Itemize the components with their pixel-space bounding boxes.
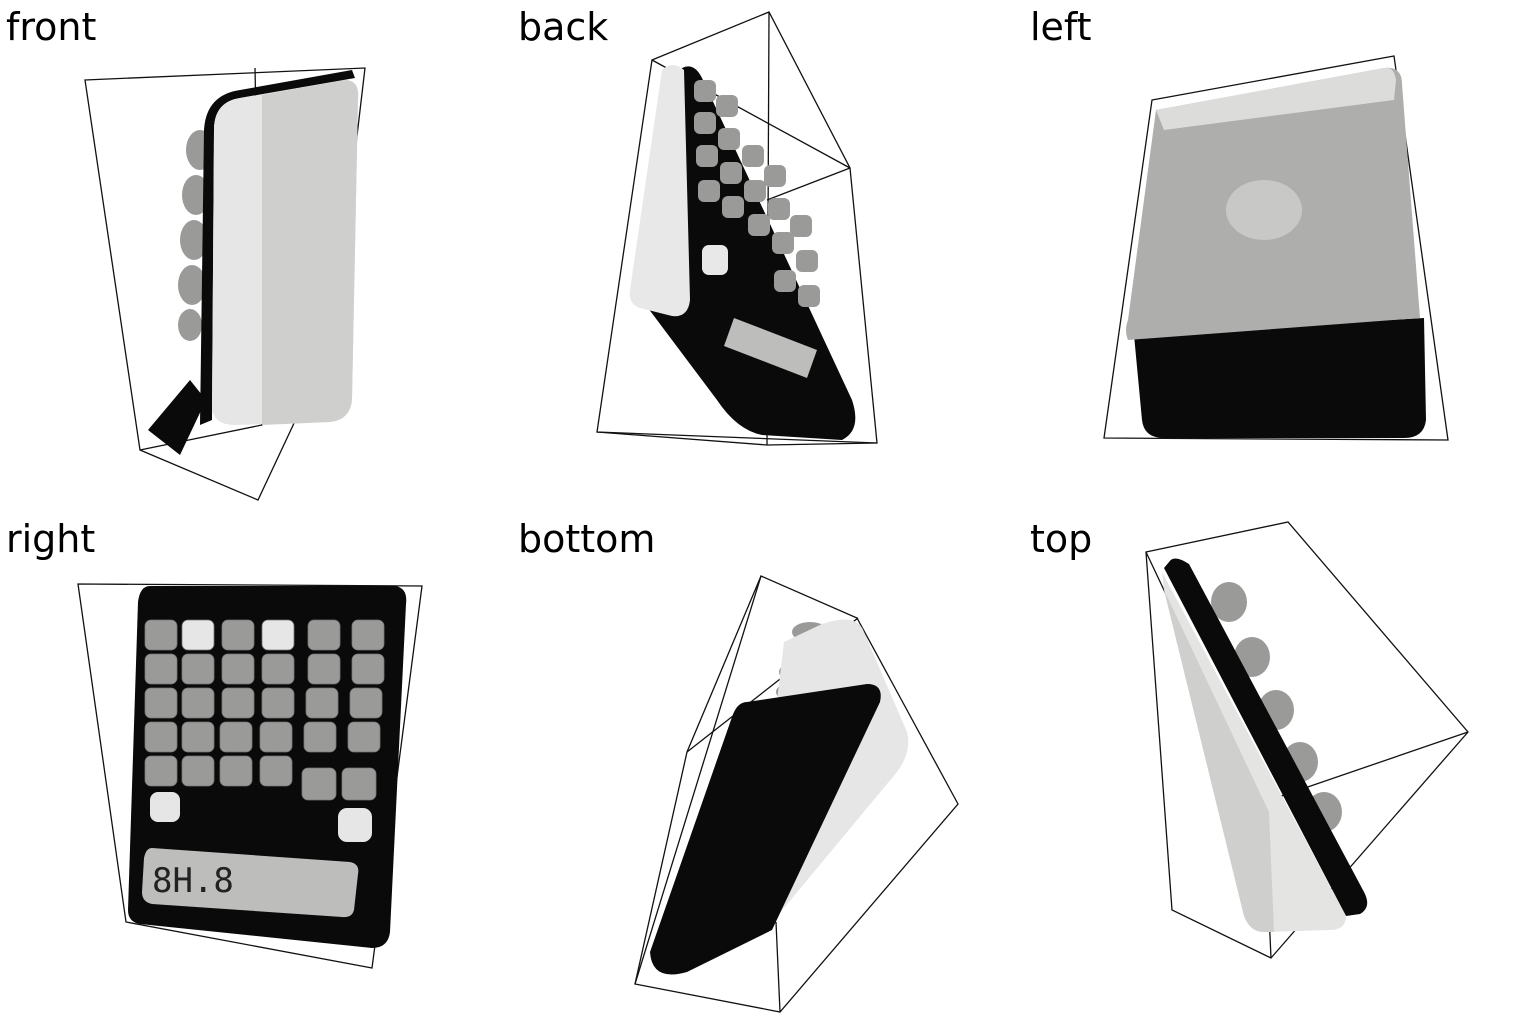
view-label: bottom: [518, 517, 656, 561]
view-label: top: [1030, 517, 1093, 561]
view-label: front: [6, 5, 97, 49]
bottom-render: [634, 575, 959, 1013]
view-left: left: [1024, 0, 1536, 512]
view-label: right: [6, 517, 96, 561]
view-back: back: [512, 0, 1024, 512]
view-label: back: [518, 5, 609, 49]
view-label: left: [1030, 5, 1092, 49]
view-right: right 8H.8: [0, 512, 512, 1024]
lcd-reading: 8H.8: [152, 861, 234, 901]
view-front: front: [0, 0, 512, 512]
front-render: [84, 67, 366, 501]
view-top: top: [1024, 512, 1536, 1024]
back-render: [596, 11, 878, 446]
left-render: [1103, 55, 1449, 441]
view-bottom: bottom: [512, 512, 1024, 1024]
top-render: [1145, 521, 1469, 959]
right-render: 8H.8: [77, 583, 423, 969]
